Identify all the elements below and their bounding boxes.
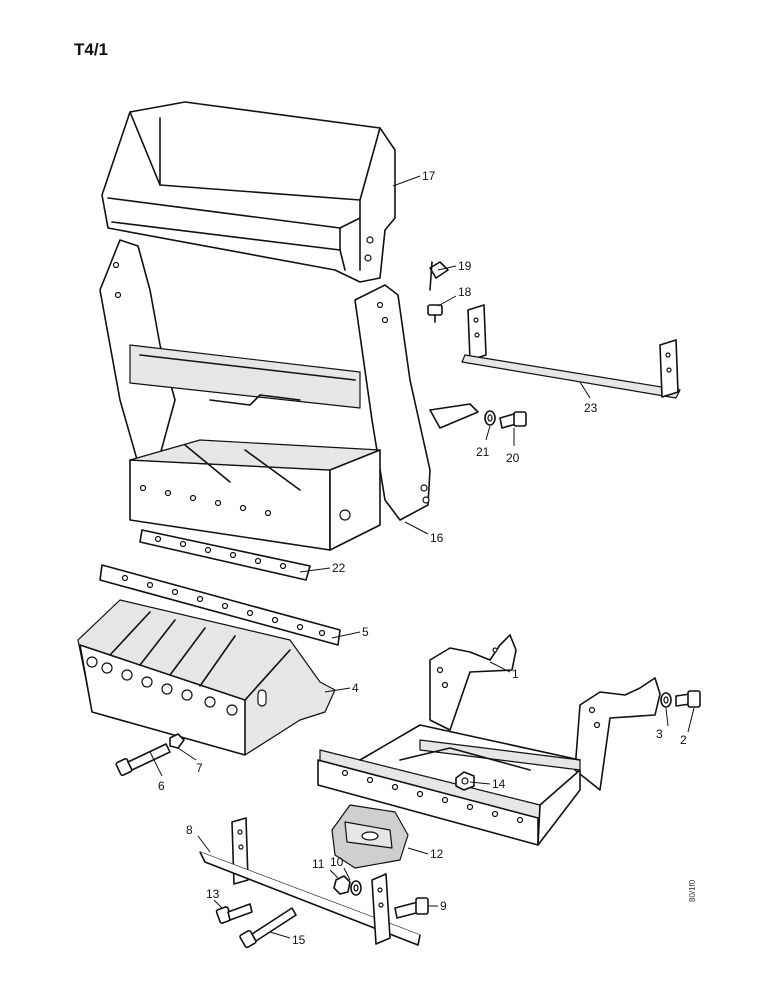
part-12-pivot-block bbox=[331, 804, 409, 869]
part-13-bolt bbox=[215, 903, 253, 924]
part-14-nut bbox=[455, 771, 475, 791]
callout-22: 22 bbox=[332, 561, 346, 575]
callout-19: 19 bbox=[458, 259, 472, 273]
callout-4: 4 bbox=[352, 681, 359, 695]
part-6-bolt bbox=[115, 743, 171, 777]
part-1-lower-frame bbox=[317, 634, 661, 846]
callout-1: 1 bbox=[512, 667, 519, 681]
page-code: T4/1 bbox=[74, 40, 109, 59]
callout-13: 13 bbox=[206, 887, 220, 901]
part-17-guard bbox=[101, 101, 396, 283]
callout-8: 8 bbox=[186, 823, 193, 837]
part-2-bolt bbox=[675, 690, 701, 708]
part-11-nut bbox=[333, 875, 351, 895]
callout-9: 9 bbox=[440, 899, 447, 913]
part-5-strip bbox=[99, 564, 341, 646]
part-8-bottom-bar bbox=[199, 817, 421, 946]
part-23-support-bar bbox=[461, 304, 681, 399]
part-7-nut bbox=[169, 733, 185, 749]
callout-18: 18 bbox=[458, 285, 472, 299]
callout-15: 15 bbox=[292, 933, 306, 947]
callout-12: 12 bbox=[430, 847, 444, 861]
part-16-main-frame bbox=[99, 239, 479, 551]
part-19-clip bbox=[429, 261, 449, 291]
part-9-bolt bbox=[394, 897, 429, 919]
callout-10: 10 bbox=[330, 855, 344, 869]
callout-11: 11 bbox=[312, 857, 325, 871]
part-21-washer bbox=[484, 410, 496, 426]
callouts: 17 19 18 23 21 20 16 22 5 4 1 3 2 14 7 6… bbox=[158, 169, 687, 947]
callout-3: 3 bbox=[656, 727, 663, 741]
part-10-washer bbox=[350, 880, 362, 896]
part-18-bolt bbox=[427, 304, 443, 323]
part-15-long-bolt bbox=[239, 907, 297, 949]
callout-20: 20 bbox=[506, 451, 520, 465]
part-code: 80/1f0 bbox=[688, 879, 697, 902]
part-3-washer bbox=[660, 692, 672, 708]
callout-2: 2 bbox=[680, 733, 687, 747]
callout-16: 16 bbox=[430, 531, 444, 545]
part-4-weight-block bbox=[77, 599, 336, 756]
part-22-strip bbox=[139, 529, 311, 581]
part-20-bolt bbox=[499, 411, 527, 429]
callout-23: 23 bbox=[584, 401, 598, 415]
callout-7: 7 bbox=[196, 761, 203, 775]
callout-21: 21 bbox=[476, 445, 490, 459]
callout-6: 6 bbox=[158, 779, 165, 793]
callout-14: 14 bbox=[492, 777, 506, 791]
callout-17: 17 bbox=[422, 169, 436, 183]
leader-lines bbox=[149, 175, 695, 939]
callout-5: 5 bbox=[362, 625, 369, 639]
